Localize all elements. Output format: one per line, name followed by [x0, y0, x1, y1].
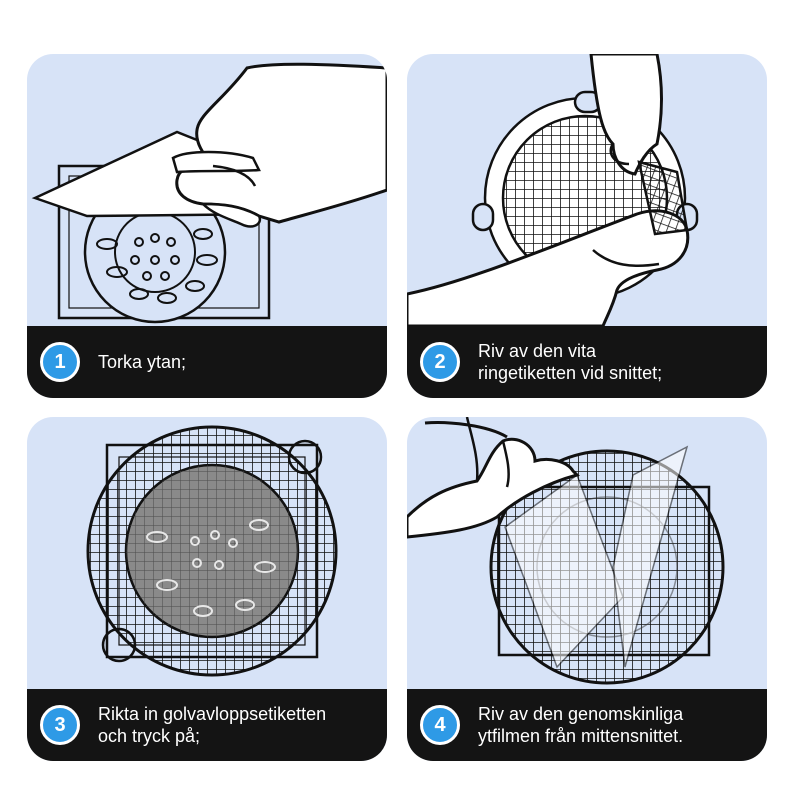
- step-text: Riv av den vita ringetiketten vid snitte…: [478, 341, 663, 383]
- step-card-4: 4 Riv av den genomskinliga ytfilmen från…: [407, 417, 767, 761]
- step-number-badge: 4: [420, 705, 460, 745]
- step-text: Rikta in golvavloppsetiketten och tryck …: [98, 704, 327, 746]
- step-caption-4: 4 Riv av den genomskinliga ytfilmen från…: [407, 689, 767, 761]
- step-card-1: 1 Torka ytan;: [27, 54, 387, 398]
- step-number-badge: 1: [40, 342, 80, 382]
- step-number-badge: 2: [420, 342, 460, 382]
- peeling-sticker-icon: [407, 54, 767, 326]
- step-text: Torka ytan;: [98, 352, 187, 372]
- step-caption-3: 3 Rikta in golvavloppsetiketten och tryc…: [27, 689, 387, 761]
- mesh-on-drain-icon: [27, 417, 387, 689]
- remove-film-icon: [407, 417, 767, 689]
- step-card-3: 3 Rikta in golvavloppsetiketten och tryc…: [27, 417, 387, 761]
- wiping-hand-icon: [27, 54, 387, 326]
- step-text: Riv av den genomskinliga ytfilmen från m…: [478, 704, 684, 746]
- step-caption-1: 1 Torka ytan;: [27, 326, 387, 398]
- step-caption-2: 2 Riv av den vita ringetiketten vid snit…: [407, 326, 767, 398]
- step-number-badge: 3: [40, 705, 80, 745]
- step-card-2: 2 Riv av den vita ringetiketten vid snit…: [407, 54, 767, 398]
